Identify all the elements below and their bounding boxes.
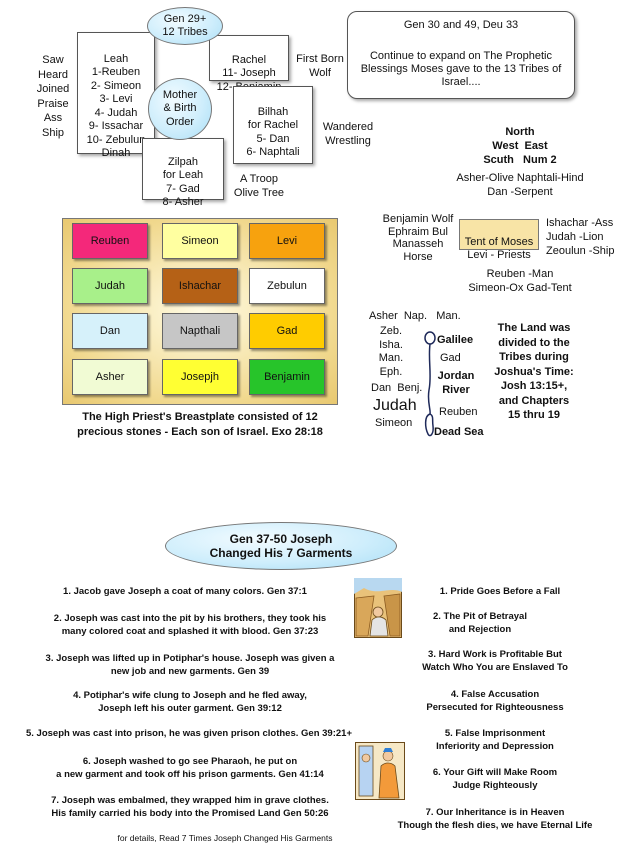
- land-judah: Judah: [373, 397, 417, 414]
- tent-text: Tent of Moses Levi - Priests: [464, 235, 534, 262]
- lesson-1: 1. Pride Goes Before a Fall: [439, 586, 561, 597]
- land-jordan: Jordan River: [437, 370, 475, 396]
- garment-6: 6. Joseph washed to go see Pharaoh, he p…: [56, 756, 324, 780]
- land-simeon: Simeon: [375, 417, 413, 429]
- camp-reuben-line: Reuben -Man: [486, 268, 554, 280]
- leah-list: Leah 1-Reuben 2- Simeon 3- Levi 4- Judah…: [86, 52, 146, 160]
- mother-birth-bubble: Mother & Birth Order: [148, 78, 212, 140]
- camp-asher-line: Asher-Olive Naphtali-Hind: [456, 172, 584, 184]
- stone-zebulun: Zebulun: [249, 268, 325, 304]
- first-born-label: First Born Wolf: [296, 53, 344, 79]
- land-names-top: Asher Nap. Man.: [369, 310, 461, 322]
- land-note: The Land was divided to the Tribes durin…: [494, 322, 574, 421]
- blessings-refs: Gen 30 and 49, Deu 33: [403, 19, 519, 31]
- mother-birth-text: Mother & Birth Order: [162, 88, 198, 128]
- stone-label: Dan: [99, 325, 121, 337]
- camp-north: North: [505, 126, 535, 138]
- stone-label: Asher: [95, 371, 125, 383]
- blessings-text: Continue to expand on The Prophetic Bles…: [360, 50, 562, 88]
- camp-south-num: Scuth Num 2: [483, 154, 557, 166]
- camp-west-east: West East: [492, 140, 548, 152]
- land-left-col: Zeb. Isha. Man. Eph.: [378, 325, 404, 378]
- stone-asher: Asher: [72, 359, 148, 395]
- lesson-4: 4. False Accusation Persecuted for Right…: [426, 689, 564, 713]
- dead-sea-shape: [424, 413, 434, 437]
- land-reuben: Reuben: [439, 406, 478, 418]
- land-dan-benj: Dan Benj.: [371, 382, 423, 394]
- meaning-words: Saw Heard Joined Praise Ass Ship: [36, 54, 70, 139]
- stone-label: Simeon: [181, 235, 219, 247]
- bilhah-box: Bilhah for Rachel 5- Dan 6- Naphtali: [233, 86, 313, 164]
- leah-box: Leah 1-Reuben 2- Simeon 3- Levi 4- Judah…: [77, 32, 155, 159]
- stone-label: Josepjh: [181, 371, 219, 383]
- land-gad: Gad: [440, 352, 461, 364]
- garment-1: 1. Jacob gave Joseph a coat of many colo…: [63, 586, 307, 597]
- stone-dan: Dan: [72, 313, 148, 349]
- garment-2: 2. Joseph was cast into the pit by his b…: [53, 613, 327, 637]
- joseph-title-bubble: Gen 37-50 Joseph Changed His 7 Garments: [165, 522, 397, 570]
- stone-label: Levi: [276, 235, 298, 247]
- footer-note: for details, Read 7 Times Joseph Changed…: [117, 833, 333, 843]
- stone-label: Benjamin: [264, 371, 310, 383]
- tribes-bubble-text: Gen 29+ 12 Tribes: [162, 12, 208, 39]
- stone-judah: Judah: [72, 268, 148, 304]
- stone-ishachar: Ishachar: [162, 268, 238, 304]
- lesson-2: 2. The Pit of Betrayal and Rejection: [433, 611, 527, 635]
- zilpah-list: Zilpah for Leah 7- Gad 8- Asher: [162, 155, 204, 209]
- stone-gad: Gad: [249, 313, 325, 349]
- stone-label: Napthali: [179, 325, 221, 337]
- troop-label: A Troop Olive Tree: [233, 173, 285, 199]
- jordan-river-map: [424, 331, 436, 437]
- lesson-3: 3. Hard Work is Profitable But Watch Who…: [422, 649, 568, 673]
- stone-reuben: Reuben: [72, 223, 148, 259]
- camp-simeon-line: Simeon-Ox Gad-Tent: [468, 282, 572, 294]
- joseph-before-pharaoh-icon: [355, 742, 405, 800]
- rachel-box: Rachel 11- Joseph 12- Benjamin: [209, 35, 289, 93]
- sea-of-galilee-shape: [424, 331, 436, 345]
- joseph-title: Gen 37-50 Joseph Changed His 7 Garments: [209, 531, 353, 561]
- stone-levi: Levi: [249, 223, 325, 259]
- camp-dan-line: Dan -Serpent: [487, 186, 553, 198]
- stone-benjamin: Benjamin: [249, 359, 325, 395]
- stone-label: Ishachar: [178, 280, 222, 292]
- stone-label: Reuben: [90, 235, 130, 247]
- lesson-5: 5. False Imprisonment Inferiority and De…: [436, 728, 554, 752]
- rachel-list: Rachel 11- Joseph 12- Benjamin: [216, 53, 282, 93]
- blessings-box: Gen 30 and 49, Deu 33 Continue to expand…: [347, 11, 575, 99]
- garment-4: 4. Potiphar's wife clung to Joseph and h…: [73, 690, 307, 714]
- jordan-river-line: [427, 343, 431, 415]
- zilpah-box: Zilpah for Leah 7- Gad 8- Asher: [142, 138, 224, 208]
- tribes-bubble: Gen 29+ 12 Tribes: [147, 7, 223, 45]
- stone-label: Gad: [276, 325, 298, 337]
- stone-label: Zebulun: [267, 280, 307, 292]
- land-galilee: Galilee: [437, 334, 474, 346]
- garment-5: 5. Joseph was cast into prison, he was g…: [25, 728, 352, 739]
- camp-east-list: Ishachar -Ass Judah -Lion Zeoulun -Ship: [546, 217, 615, 257]
- camp-west-list: Benjamin Wolf Ephraim Bul Manasseh Horse: [382, 213, 454, 263]
- joseph-in-pit-icon: [354, 578, 402, 638]
- stone-simeon: Simeon: [162, 223, 238, 259]
- stone-label: Judah: [95, 280, 125, 292]
- lesson-7: 7. Our Inheritance is in Heaven Though t…: [397, 807, 593, 831]
- tent-of-moses: Tent of Moses Levi - Priests: [459, 219, 539, 261]
- stone-josepjh: Josepjh: [162, 359, 238, 395]
- stone-napthali: Napthali: [162, 313, 238, 349]
- wandered-label: Wandered Wrestling: [322, 121, 374, 147]
- garment-3: 3. Joseph was lifted up in Potiphar's ho…: [45, 653, 335, 677]
- garment-7: 7. Joseph was embalmed, they wrapped him…: [51, 795, 329, 819]
- lesson-6: 6. Your Gift will Make Room Judge Righte…: [432, 767, 558, 791]
- land-dead-sea: Dead Sea: [434, 426, 484, 438]
- bilhah-list: Bilhah for Rachel 5- Dan 6- Naphtali: [246, 105, 300, 159]
- breastplate-caption: The High Priest's Breastplate consisted …: [77, 411, 323, 438]
